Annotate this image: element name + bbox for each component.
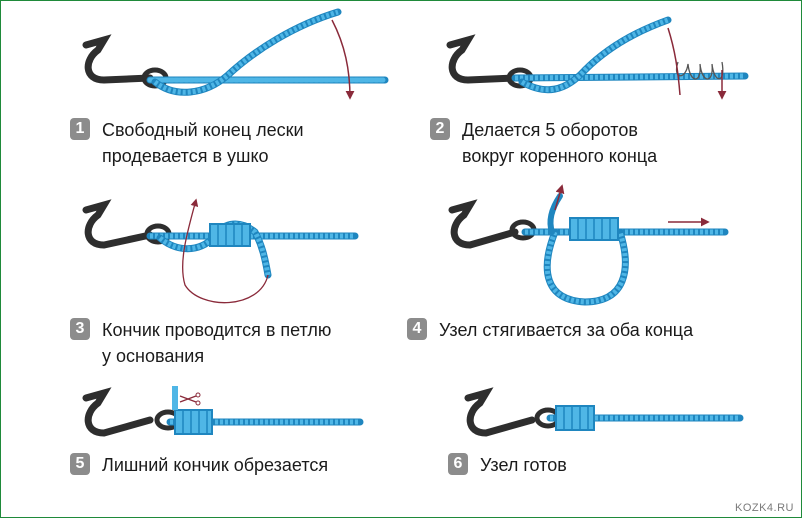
- step-number-badge: 1: [70, 118, 90, 140]
- step-2-illustration: [446, 16, 749, 100]
- step-6: 6 Узел готов: [448, 452, 567, 478]
- scissors-icon: [179, 395, 197, 403]
- step-caption: Кончик проводится в петлю у основания: [102, 320, 332, 366]
- step-number-badge: 2: [430, 118, 450, 140]
- knot: [555, 405, 595, 431]
- step-caption: Лишний кончик обрезается: [102, 455, 329, 475]
- hook-icon: [448, 199, 519, 249]
- step-number-badge: 3: [70, 318, 90, 340]
- pull-arrow-up: [554, 184, 565, 211]
- step-caption: Свободный конец лески продевается в ушко: [102, 120, 304, 166]
- step-number-badge: 4: [407, 318, 427, 340]
- step-3-illustration: [82, 198, 359, 304]
- hook-icon: [446, 34, 519, 84]
- direction-arrow: [331, 19, 355, 100]
- step-4-illustration: [448, 184, 729, 306]
- step-6-illustration: [464, 387, 744, 437]
- direction-arrow: [667, 27, 681, 96]
- hook-icon: [82, 34, 154, 84]
- step-5-illustration: [82, 386, 364, 437]
- step-caption: Делается 5 оборотов вокруг коренного кон…: [462, 120, 658, 166]
- step-number-badge: 6: [448, 453, 468, 475]
- turns-coil: [675, 61, 724, 80]
- step-number-badge: 5: [70, 453, 90, 475]
- knot-turns: [209, 223, 251, 247]
- free-end: [151, 8, 342, 96]
- hook-icon: [82, 199, 154, 249]
- step-caption: Узел готов: [480, 455, 567, 475]
- watermark: KOZK4.RU: [734, 502, 794, 514]
- hook-icon: [464, 387, 536, 437]
- step-caption: Узел стягивается за оба конца: [439, 320, 694, 340]
- step-5: 5 Лишний кончик обрезается: [70, 452, 328, 478]
- pass-through-arrow: [182, 198, 269, 304]
- step-2: 2 Делается 5 оборотов вокруг коренного к…: [430, 117, 657, 169]
- step-4: 4 Узел стягивается за оба конца: [407, 317, 693, 343]
- hook-icon: [82, 387, 154, 437]
- step-1: 1 Свободный конец лески продевается в уш…: [70, 117, 304, 169]
- tag-end: [547, 193, 563, 235]
- step-1-illustration: [82, 8, 389, 100]
- step-3: 3 Кончик проводится в петлю у основания: [70, 317, 331, 369]
